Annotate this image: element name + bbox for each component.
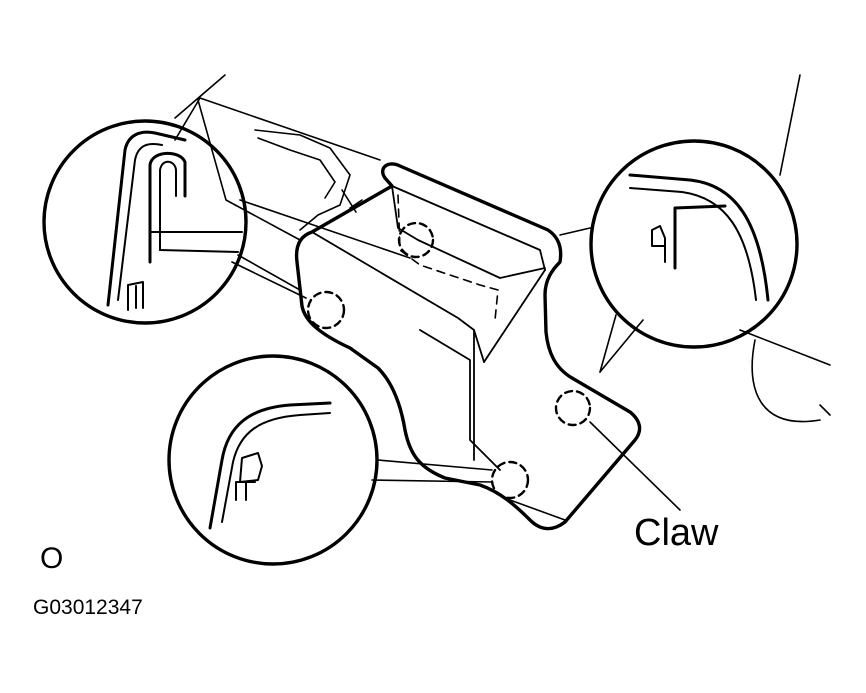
claw-marker-lower: [492, 462, 528, 498]
claw-marker-left: [308, 292, 344, 328]
detail-view-right-claw: [591, 141, 797, 347]
cover-panel: [297, 164, 640, 529]
background-body-lines: [175, 75, 830, 422]
view-mark-label: O: [40, 542, 64, 575]
detail-view-left-clip: [44, 121, 246, 323]
claw-location-markers: [308, 223, 590, 498]
figure-code-label: G03012347: [33, 596, 143, 619]
claw-marker-upper: [399, 223, 433, 257]
claw-marker-right: [556, 391, 590, 425]
claw-label: Claw: [634, 512, 719, 554]
detail-view-lower-claw: [169, 356, 377, 564]
